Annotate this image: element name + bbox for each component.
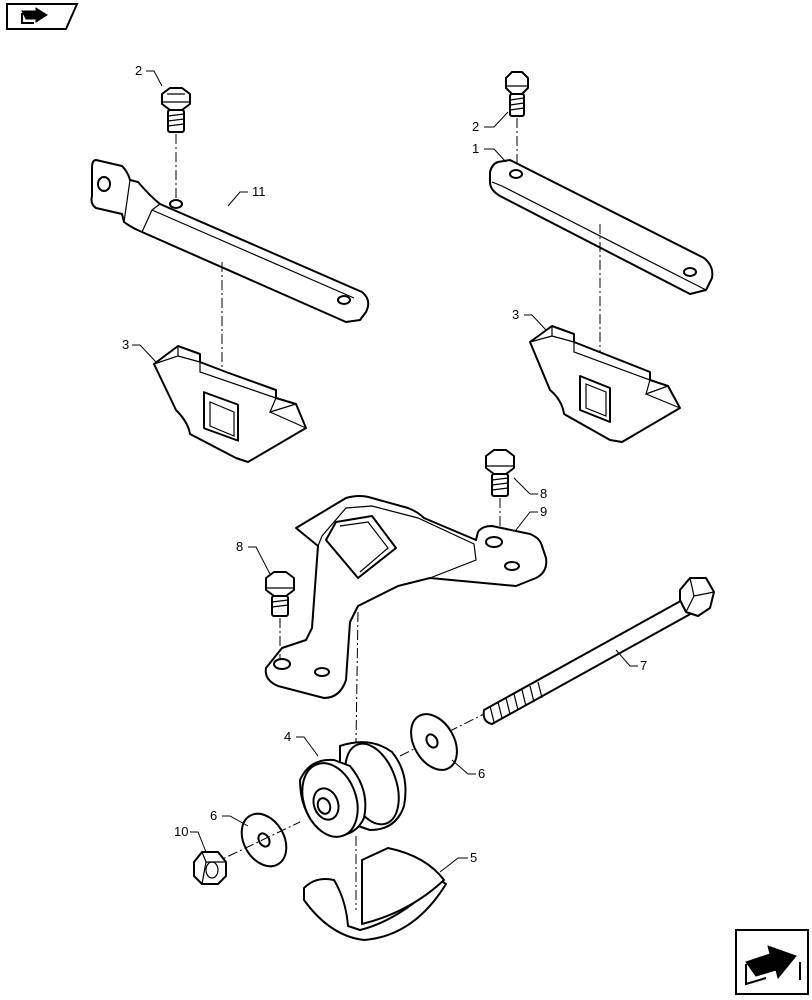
part-4-bushing: [299, 741, 407, 838]
callout-8-upper: 8: [513, 477, 547, 501]
callout-3-right: 3: [512, 307, 547, 331]
svg-text:3: 3: [512, 307, 519, 322]
part-7-long-bolt: [482, 577, 715, 725]
part-3-block-left: [153, 345, 307, 463]
part-5-clamp-shell: [303, 847, 447, 941]
svg-text:4: 4: [284, 729, 291, 744]
part-8-bolt-upper: [485, 449, 515, 497]
svg-text:5: 5: [470, 850, 477, 865]
part-6-washer-left: [240, 812, 288, 868]
callout-9: 9: [515, 504, 547, 531]
callout-2-left: 2: [135, 63, 163, 87]
part-8-bolt-lower: [265, 571, 295, 617]
arrow-forward-icon: [745, 945, 801, 986]
part-2-bolt-left: [161, 87, 191, 133]
callout-2-right: 2: [472, 111, 509, 134]
callout-11: 11: [227, 184, 266, 207]
svg-text:9: 9: [540, 504, 547, 519]
callout-6-right: 6: [451, 759, 485, 781]
svg-text:7: 7: [640, 658, 647, 673]
part-11-bracket: [90, 159, 370, 323]
svg-text:3: 3: [122, 337, 129, 352]
part-2-bolt-right: [505, 71, 529, 117]
part-10-nut: [193, 851, 227, 885]
part-1-bar: [489, 159, 714, 295]
svg-text:6: 6: [478, 766, 485, 781]
part-3-block-right: [529, 325, 681, 443]
callout-4: 4: [284, 729, 319, 757]
svg-text:2: 2: [472, 119, 479, 134]
svg-text:8: 8: [236, 539, 243, 554]
svg-text:1: 1: [472, 141, 479, 156]
svg-text:2: 2: [135, 63, 142, 78]
svg-text:10: 10: [174, 824, 188, 839]
callout-10: 10: [174, 824, 207, 853]
callout-5: 5: [439, 850, 477, 873]
callout-3-left: 3: [122, 337, 157, 363]
svg-text:6: 6: [210, 808, 217, 823]
arrow-back-icon: [21, 7, 48, 24]
svg-text:8: 8: [540, 486, 547, 501]
callout-7: 7: [615, 649, 647, 673]
callout-6-left: 6: [210, 808, 249, 827]
svg-text:11: 11: [252, 184, 266, 199]
callout-8-lower: 8: [236, 539, 271, 575]
callout-1: 1: [472, 141, 507, 163]
part-9-mount-bracket: [264, 495, 548, 699]
nav-prev-button[interactable]: [6, 3, 79, 30]
part-6-washer-right: [410, 713, 458, 771]
nav-next-button[interactable]: [735, 929, 809, 995]
